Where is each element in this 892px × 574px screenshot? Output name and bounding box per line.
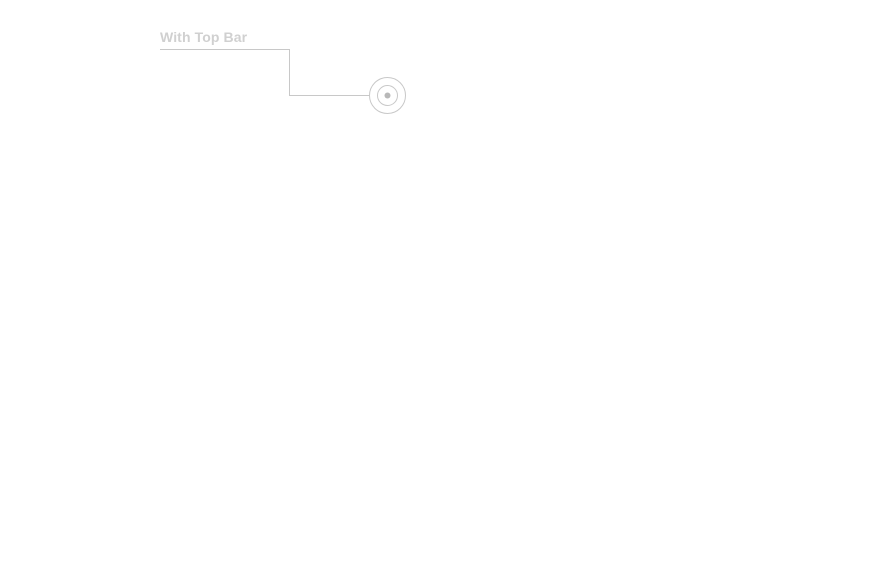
- target-icon[interactable]: [369, 77, 406, 114]
- callout-line: [160, 49, 378, 96]
- annotation-label: With Top Bar: [160, 29, 248, 45]
